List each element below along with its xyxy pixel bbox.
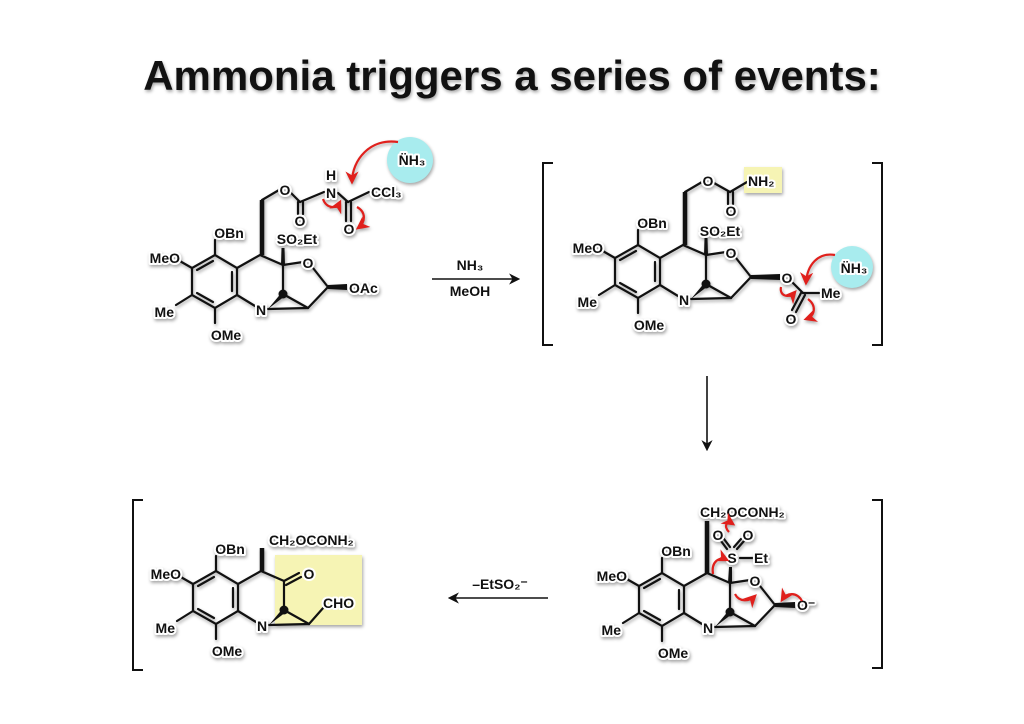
core-skeleton: [174, 238, 310, 325]
ome-label: OMe: [658, 645, 689, 661]
acetate-o-label: O: [782, 270, 793, 286]
obn-label: OBn: [215, 541, 245, 557]
nh3-highlight: [831, 246, 873, 288]
elimination-label: –EtSO₂⁻: [472, 576, 528, 592]
cho-label: CHO: [323, 595, 354, 611]
ch2oconh2-label: CH₂OCONH₂: [700, 504, 785, 520]
core-skeleton: [597, 228, 733, 315]
obn-label: OBn: [214, 225, 244, 241]
intermediate-bracket-4: [132, 499, 143, 671]
amide-o-label: O: [344, 221, 355, 237]
ring-o-label: O: [750, 573, 761, 589]
curved-arrow-icon: [803, 298, 819, 322]
meo-label: MeO: [597, 568, 627, 584]
ring-o-label: O: [303, 255, 314, 271]
ome-label: OMe: [211, 327, 242, 343]
n-label: N: [256, 302, 266, 318]
sulfonyl-o-label: O: [713, 527, 724, 543]
curved-arrow-icon: [734, 593, 757, 609]
amide-n-label: N: [326, 185, 336, 201]
intermediate-bracket-3: [872, 499, 883, 669]
obn-label: OBn: [661, 543, 691, 559]
reagent-meoh: MeOH: [450, 283, 490, 299]
ome-label: OMe: [634, 317, 665, 333]
ammonia-label: N̈H₃: [841, 260, 868, 276]
so2et-label: SO₂Et: [277, 231, 318, 247]
core-skeleton: [621, 556, 757, 643]
n-label: N: [703, 620, 713, 636]
ch2oconh2-label: CH₂OCONH₂: [269, 532, 354, 548]
h-label: H: [326, 167, 336, 183]
meo-label: MeO: [150, 250, 180, 266]
ammonia-label: N̈H₃: [399, 152, 426, 168]
reaction-arrow-1: NH₃ MeOH: [432, 255, 521, 301]
curved-arrow-icon: [355, 206, 371, 230]
nh2-highlight: [744, 167, 782, 193]
reaction-arrow-3: –EtSO₂⁻: [447, 574, 548, 604]
reagent-nh3: NH₃: [457, 257, 484, 273]
meo-label: MeO: [151, 566, 181, 582]
intermediate-bracket-1: [542, 162, 883, 346]
meo-label: MeO: [573, 240, 603, 256]
nh3-highlight: [387, 137, 433, 183]
aldehyde-intermediate: OBn MeO Me OMe N CH₂OCONH₂ O CHO: [149, 530, 362, 661]
ketone-o-label: O: [304, 566, 315, 582]
curved-arrow-icon: [779, 286, 797, 305]
sulfur-label: S: [727, 550, 736, 566]
carbamate-o-label: O: [726, 203, 737, 219]
ome-label: OMe: [212, 643, 243, 659]
carbamate-o-label: O: [295, 213, 306, 229]
acetyl-me-label: Me: [821, 285, 841, 301]
curved-arrow-icon: [780, 587, 803, 603]
n-label: N: [679, 292, 689, 308]
me-label: Me: [602, 622, 622, 638]
so2et-label: SO₂Et: [700, 223, 741, 239]
curved-arrow-icon: [720, 512, 736, 533]
me-label: Me: [578, 294, 598, 310]
curved-arrow-icon: [321, 198, 342, 215]
acetyl-o-label: O: [786, 311, 797, 327]
curved-arrow-icon: [800, 253, 836, 286]
obn-label: OBn: [637, 215, 667, 231]
carbamate-intermediate: OBn MeO Me OMe N O SO₂Et O O NH₂ O O Me …: [571, 167, 873, 335]
ester-o-label: O: [280, 182, 291, 198]
nh2-label: NH₂: [748, 173, 774, 189]
ester-o-label: O: [703, 173, 714, 189]
ccl3-label: CCl₃: [371, 184, 402, 200]
alkoxide-intermediate: OBn MeO Me OMe N O CH₂OCONH₂ S O O Et O⁻: [595, 502, 818, 663]
curved-arrow-icon: [345, 140, 399, 185]
ring-o-label: O: [726, 245, 737, 261]
sulfonyl-o-label: O: [743, 527, 754, 543]
curved-arrow-icon: [711, 549, 730, 575]
me-label: Me: [155, 304, 175, 320]
starting-material: OBn MeO Me OMe N O SO₂Et O O H N O CCl₃ …: [148, 137, 433, 345]
n-label: N: [257, 618, 267, 634]
ethyl-label: Et: [754, 550, 768, 566]
me-label: Me: [156, 620, 176, 636]
page-title: Ammonia triggers a series of events:: [143, 52, 881, 99]
oac-label: OAc: [349, 280, 378, 296]
